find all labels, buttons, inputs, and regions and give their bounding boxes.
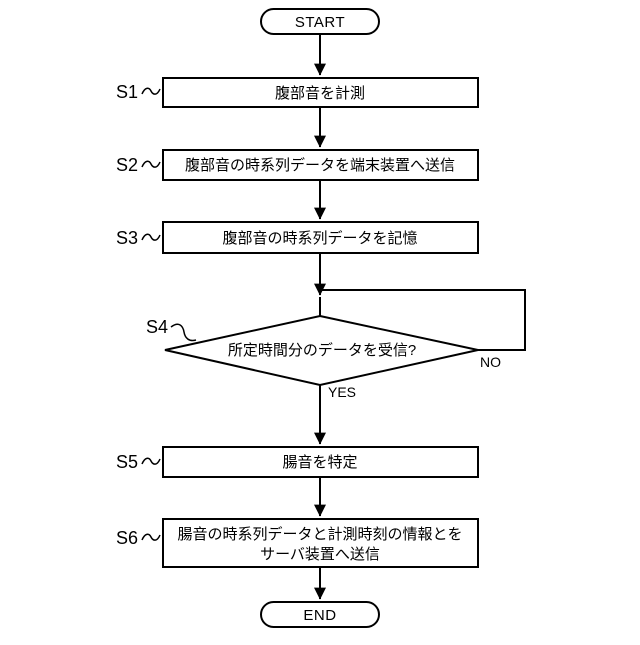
step-id-s6: S6 [116, 528, 138, 548]
process-label-s6-line2: サーバ装置へ送信 [260, 546, 380, 563]
step-id-s3: S3 [116, 228, 138, 248]
connector-squiggle-s2 [141, 160, 161, 168]
process-label-s1: 腹部音を計測 [275, 85, 365, 102]
process-label-s3: 腹部音の時系列データを記憶 [222, 229, 417, 247]
process-box-s1 [162, 77, 479, 108]
branch-label-yes: YES [328, 384, 356, 400]
connector-squiggle-s1 [141, 87, 161, 95]
connector-squiggle-s6 [141, 533, 161, 541]
end-label: END [303, 607, 336, 624]
start-label: START [295, 14, 345, 31]
end-terminator [260, 601, 380, 628]
process-label-s2: 腹部音の時系列データを端末装置へ送信 [185, 156, 455, 174]
process-box-s3 [162, 221, 479, 254]
process-box-s5 [162, 446, 479, 478]
step-id-s2: S2 [116, 155, 138, 175]
decision-label-s4: 所定時間分のデータを受信? [228, 341, 416, 359]
process-box-s6 [162, 518, 479, 568]
connector-squiggle-s4 [170, 323, 197, 342]
process-label-s5: 腸音を特定 [282, 454, 357, 471]
step-id-s5: S5 [116, 452, 138, 472]
process-label-s6-line1: 腸音の時系列データと計測時刻の情報とを [177, 525, 462, 543]
branch-label-no: NO [480, 354, 501, 370]
step-id-s1: S1 [116, 82, 138, 102]
no-loop-line [321, 289, 526, 351]
step-id-s4: S4 [146, 317, 168, 337]
connector-squiggle-s3 [141, 233, 161, 241]
connector-squiggle-s5 [141, 457, 161, 465]
